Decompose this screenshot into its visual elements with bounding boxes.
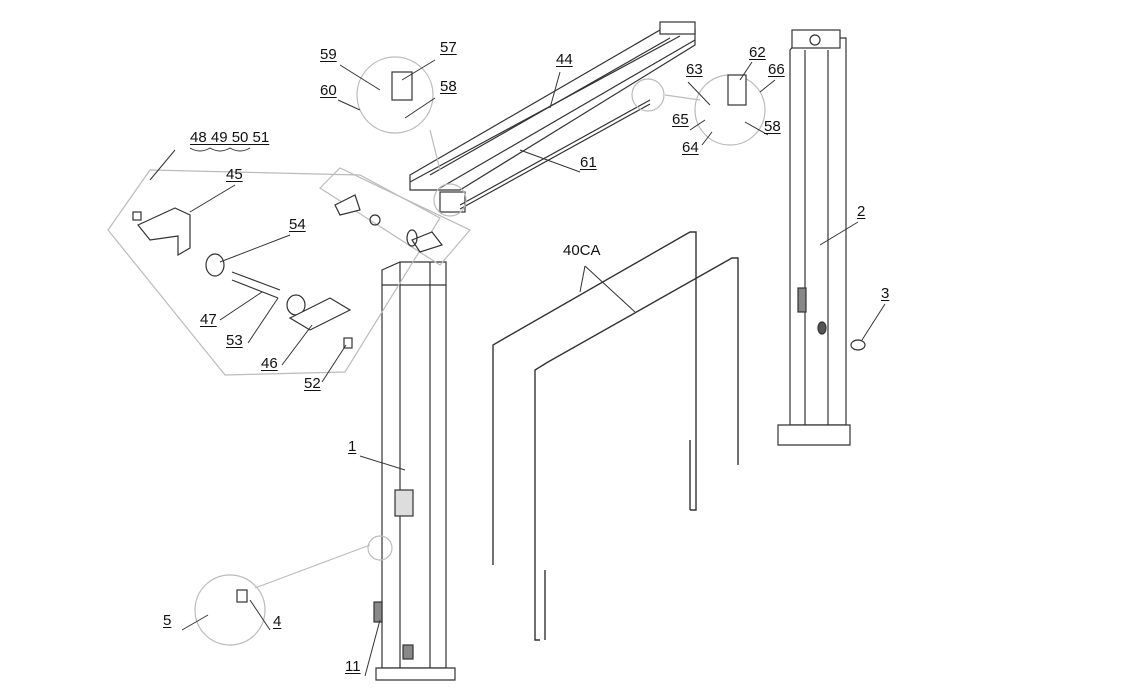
cables [492,231,739,641]
left-column [375,261,456,681]
part-label-1: 1 [348,438,357,455]
part-label-63: 63 [686,61,703,78]
part-label-2: 2 [857,203,866,220]
part-label-11: 11 [345,658,361,675]
part-label-52: 52 [304,375,321,392]
top-beam [409,21,696,213]
part-label-40ca: 40CA [563,242,601,259]
part-label-57: 57 [440,39,457,56]
rod-61 [459,99,651,206]
part-label-5: 5 [163,612,172,629]
part-label-48-51: 48 49 50 51 [190,129,270,146]
leader-lines [149,59,886,677]
part-label-64: 64 [682,139,699,156]
part-label-54: 54 [289,216,306,233]
part-label-66: 66 [768,61,785,78]
detail-callouts [107,56,766,646]
part-label-62: 62 [749,44,766,61]
part-label-44: 44 [556,51,573,68]
part-label-46: 46 [261,355,278,372]
part-label-65: 65 [672,111,689,128]
part-label-4: 4 [273,613,282,630]
part-label-59: 59 [320,46,337,63]
part-label-45: 45 [226,166,243,183]
part-label-58: 58 [440,78,457,95]
right-column [777,29,851,446]
small-parts [132,71,866,623]
part-label-61: 61 [580,154,597,171]
part-label-47: 47 [200,311,217,328]
part-label-60: 60 [320,82,337,99]
part-label-58-right: 58 [764,118,781,135]
part-label-3: 3 [881,285,890,302]
part-label-53: 53 [226,332,243,349]
